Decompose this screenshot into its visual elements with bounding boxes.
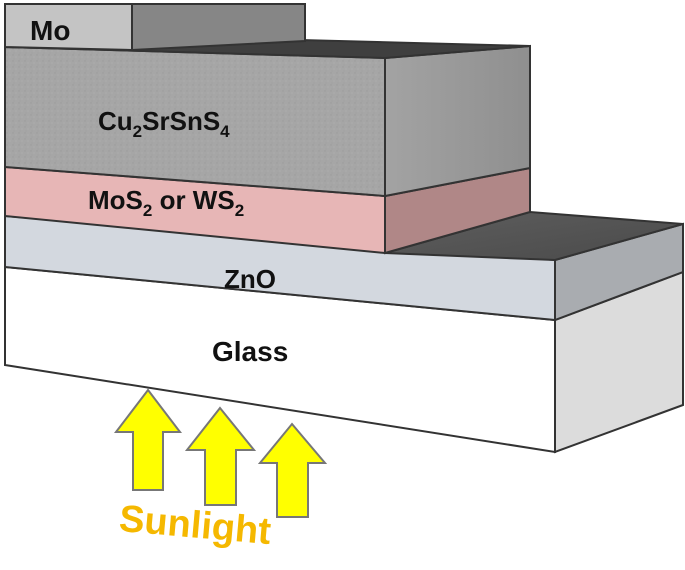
- glass-layer: [4, 265, 684, 454]
- glass-label: Glass: [212, 336, 288, 367]
- arrow-up-icon: [257, 422, 328, 518]
- arrow-up-icon: [184, 406, 257, 506]
- mo-side: [131, 3, 306, 52]
- sunlight-label: Sunlight: [118, 498, 273, 553]
- mo-label: Mo: [30, 15, 70, 46]
- zno-label: ZnO: [224, 264, 276, 294]
- buffer-label: MoS2 or WS2: [88, 185, 244, 220]
- sunlight-arrows: [113, 388, 328, 518]
- arrow-up-icon: [113, 388, 183, 491]
- absorber-layer: [4, 38, 531, 198]
- absorber-label: Cu2SrSnS4: [98, 106, 230, 141]
- mo-layer: [4, 3, 306, 52]
